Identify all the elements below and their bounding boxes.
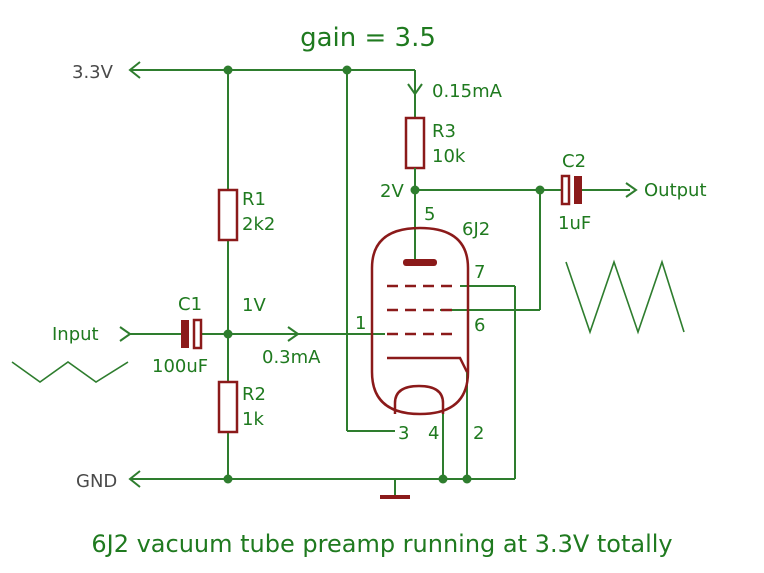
caption: 6J2 vacuum tube preamp running at 3.3V t… bbox=[91, 530, 672, 558]
pin-6-label: 6 bbox=[474, 315, 485, 336]
c1-ref: C1 bbox=[178, 294, 202, 315]
plate-current-arrow-icon bbox=[407, 83, 423, 96]
input-waveform-icon bbox=[11, 361, 129, 383]
capacitor-c2: C2 1uF bbox=[558, 151, 591, 234]
gnd-rail: GND bbox=[76, 470, 515, 499]
junction-dot bbox=[462, 474, 472, 484]
pin-7-label: 7 bbox=[474, 262, 485, 283]
c2-ref: C2 bbox=[562, 151, 586, 172]
resistor-r2: R2 1k bbox=[217, 380, 266, 434]
r1-ref: R1 bbox=[242, 189, 266, 210]
output-arrow-icon bbox=[625, 182, 638, 198]
heater-filament bbox=[393, 384, 445, 414]
plate-current: 0.15mA bbox=[432, 81, 503, 102]
input-label: Input bbox=[52, 324, 99, 345]
c1-value: 100uF bbox=[152, 356, 208, 377]
junction-dot bbox=[223, 474, 233, 484]
input-stage: Input bbox=[11, 324, 385, 383]
r2-value: 1k bbox=[242, 409, 264, 430]
grid-voltage: 1V bbox=[242, 295, 266, 316]
junction-dot bbox=[410, 185, 420, 195]
tube-ref: 6J2 bbox=[462, 219, 490, 240]
vacuum-tube-6j2: 6J2 bbox=[370, 219, 490, 416]
input-arrow-icon bbox=[119, 326, 132, 342]
r3-ref: R3 bbox=[432, 121, 456, 142]
vcc-label: 3.3V bbox=[72, 62, 114, 83]
grid-current: 0.3mA bbox=[262, 347, 321, 368]
pin-4-label: 4 bbox=[428, 423, 439, 444]
resistor-r1: R1 2k2 bbox=[217, 188, 275, 242]
pin-2-label: 2 bbox=[473, 423, 484, 444]
vcc-rail: 3.3V bbox=[72, 61, 415, 83]
cathode bbox=[387, 356, 469, 373]
plate-voltage: 2V bbox=[380, 181, 404, 202]
pin-5-label: 5 bbox=[424, 204, 435, 225]
junction-dot bbox=[438, 474, 448, 484]
pin-1-label: 1 bbox=[355, 313, 366, 334]
junction-dot bbox=[342, 65, 352, 75]
junction-dot bbox=[223, 65, 233, 75]
capacitor-c1: C1 100uF bbox=[152, 294, 208, 377]
gnd-label: GND bbox=[76, 471, 117, 492]
c2-value: 1uF bbox=[558, 213, 591, 234]
junction-dots bbox=[223, 65, 545, 484]
pin-3-label: 3 bbox=[398, 423, 409, 444]
output-label: Output bbox=[644, 180, 707, 201]
current-arrow-icon bbox=[287, 326, 300, 342]
r3-value: 10k bbox=[432, 146, 466, 167]
r2-ref: R2 bbox=[242, 384, 266, 405]
r1-value: 2k2 bbox=[242, 214, 275, 235]
junction-dot bbox=[223, 329, 233, 339]
junction-dot bbox=[535, 185, 545, 195]
plate-electrode bbox=[403, 259, 437, 266]
gain-title: gain = 3.5 bbox=[300, 23, 436, 53]
output-waveform-icon bbox=[565, 259, 685, 335]
resistor-r3: R3 10k bbox=[404, 116, 466, 170]
